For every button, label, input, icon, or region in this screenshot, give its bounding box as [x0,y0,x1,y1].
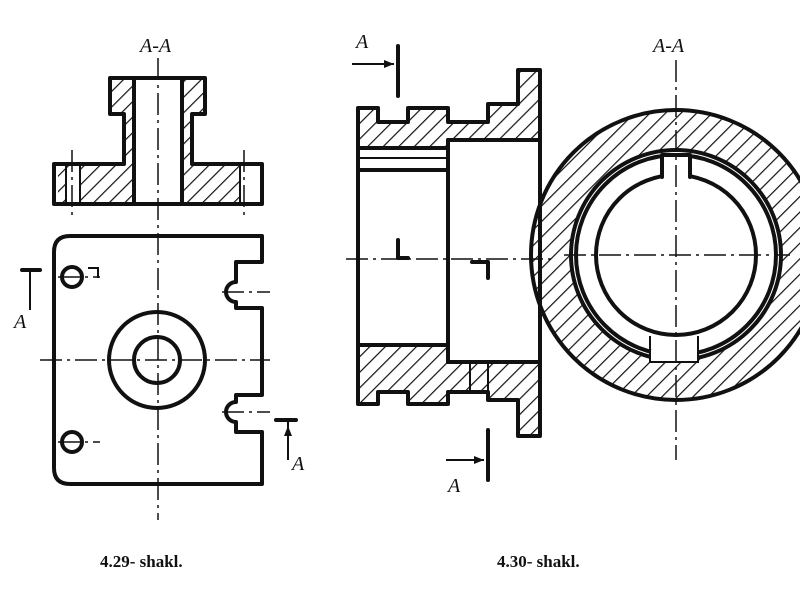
hatch-top-wall [358,70,540,148]
section-label-right: A-A [651,35,685,57]
figure-4-30: A A A- [346,31,800,571]
hole-cut-left [66,168,80,202]
hatch-plate-right [182,164,240,204]
cut-step-left [396,238,410,260]
section-outline-left [52,76,264,206]
caption-4-29: 4.29- shakl. [100,552,183,571]
keyway-notch [660,153,692,179]
hatch-neck-right [182,114,192,164]
cut-label-left: A [12,311,27,333]
cut-arrow-right-head [284,426,292,436]
figure-4-29: A-A [12,35,305,571]
hatch-boss-right [183,78,205,114]
sleeve-outline [356,68,542,438]
slot-notch [649,336,699,363]
hatch-neck-left [124,114,134,164]
cut-step-right [470,260,490,280]
section-view-left [52,58,264,520]
slot-fill [650,350,698,362]
circular-section [529,60,800,460]
section-label-left: A-A [138,35,172,57]
cut-label-bottom: A [446,475,461,497]
plan-view-left [20,234,298,486]
hatch-boss-left [110,78,132,114]
caption-4-30: 4.30- shakl. [497,552,580,571]
plate-outline [52,234,264,486]
hole-leader-top [88,267,99,278]
cut-arrow-top-head [384,60,394,68]
cut-label-top: A [354,31,369,53]
cut-label-right: A [290,453,305,475]
cut-arrow-bottom-head [474,456,484,464]
boss-outer-circle [107,310,207,410]
section-view-right [346,68,556,438]
